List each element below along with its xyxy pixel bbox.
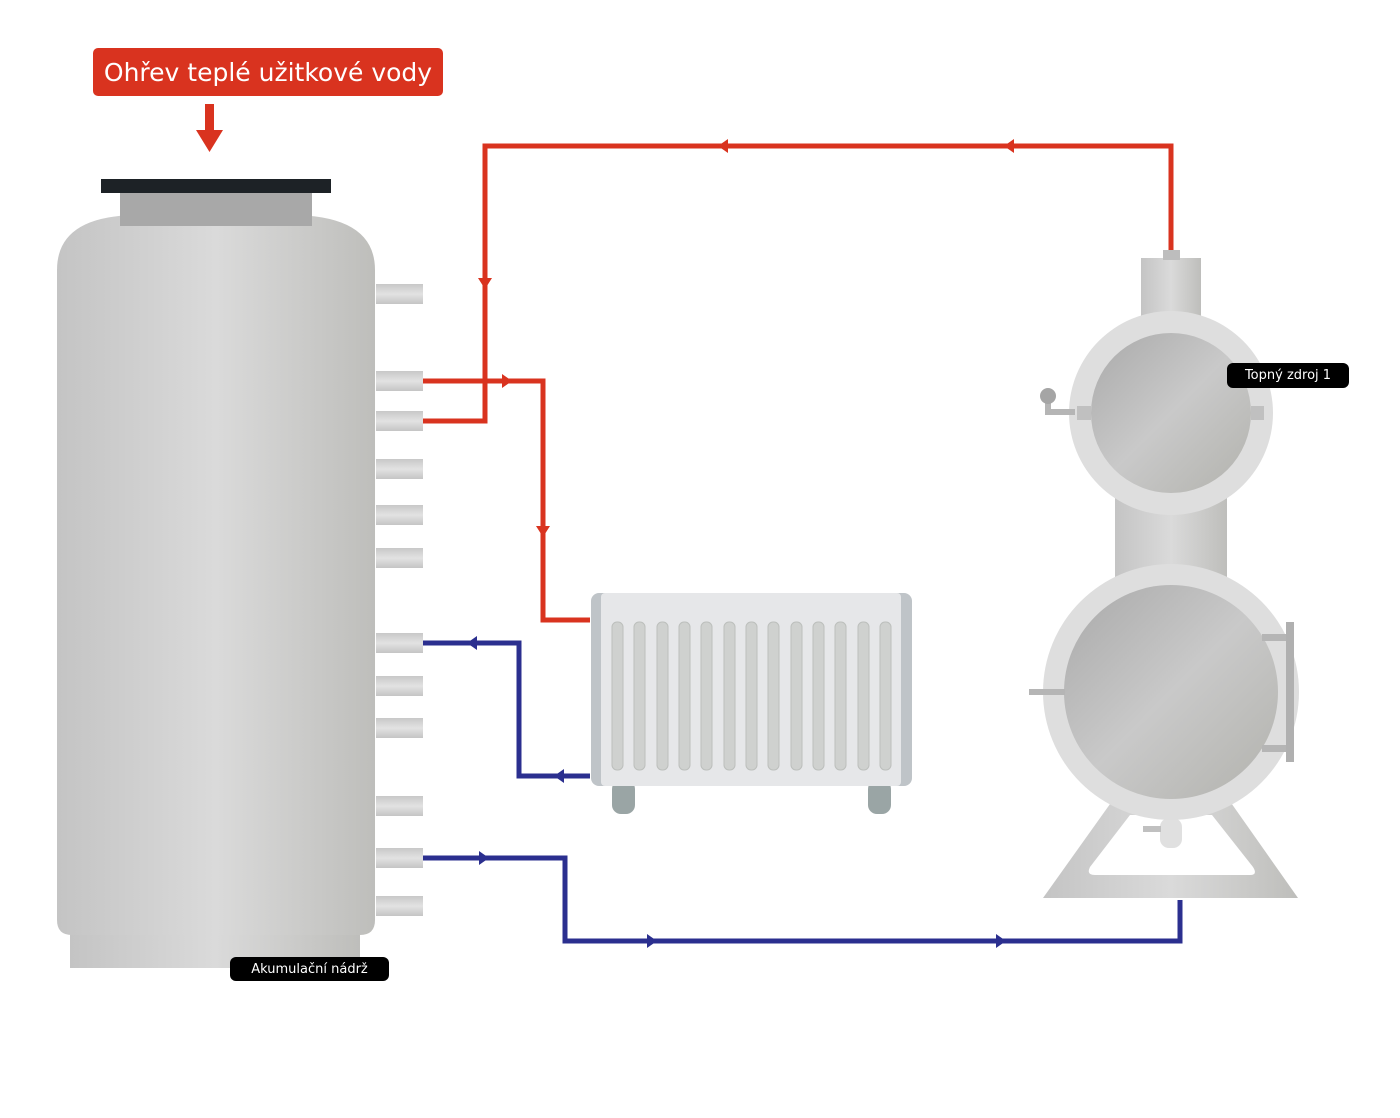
tank-ports <box>376 284 423 916</box>
arrow-right-icon <box>996 934 1006 948</box>
flow-arrows <box>467 139 1014 948</box>
hot-water-heating-title: Ohřev teplé užitkové vody <box>93 48 443 96</box>
arrow-right-icon <box>502 374 512 388</box>
boiler <box>1029 250 1299 898</box>
arrow-left-icon <box>718 139 728 153</box>
storage-tank <box>57 179 423 968</box>
arrow-right-icon <box>479 851 489 865</box>
down-arrow-icon <box>196 104 223 152</box>
arrow-right-icon <box>647 934 657 948</box>
cold-pipe-radiator-return <box>423 640 590 779</box>
hot-pipe-radiator-supply <box>423 378 590 623</box>
arrow-down-icon <box>478 278 492 289</box>
radiator <box>591 593 912 814</box>
heat-source-label: Topný zdroj 1 <box>1227 363 1349 388</box>
arrow-down-icon <box>536 526 550 537</box>
tank-lid <box>101 179 331 193</box>
storage-tank-label: Akumulační nádrž <box>230 957 389 981</box>
arrow-left-icon <box>1004 139 1014 153</box>
hot-pipe-boiler-flow <box>423 143 1174 424</box>
arrow-left-icon <box>554 769 564 783</box>
cold-pipe-boiler-return <box>423 855 1183 944</box>
arrow-left-icon <box>467 636 477 650</box>
